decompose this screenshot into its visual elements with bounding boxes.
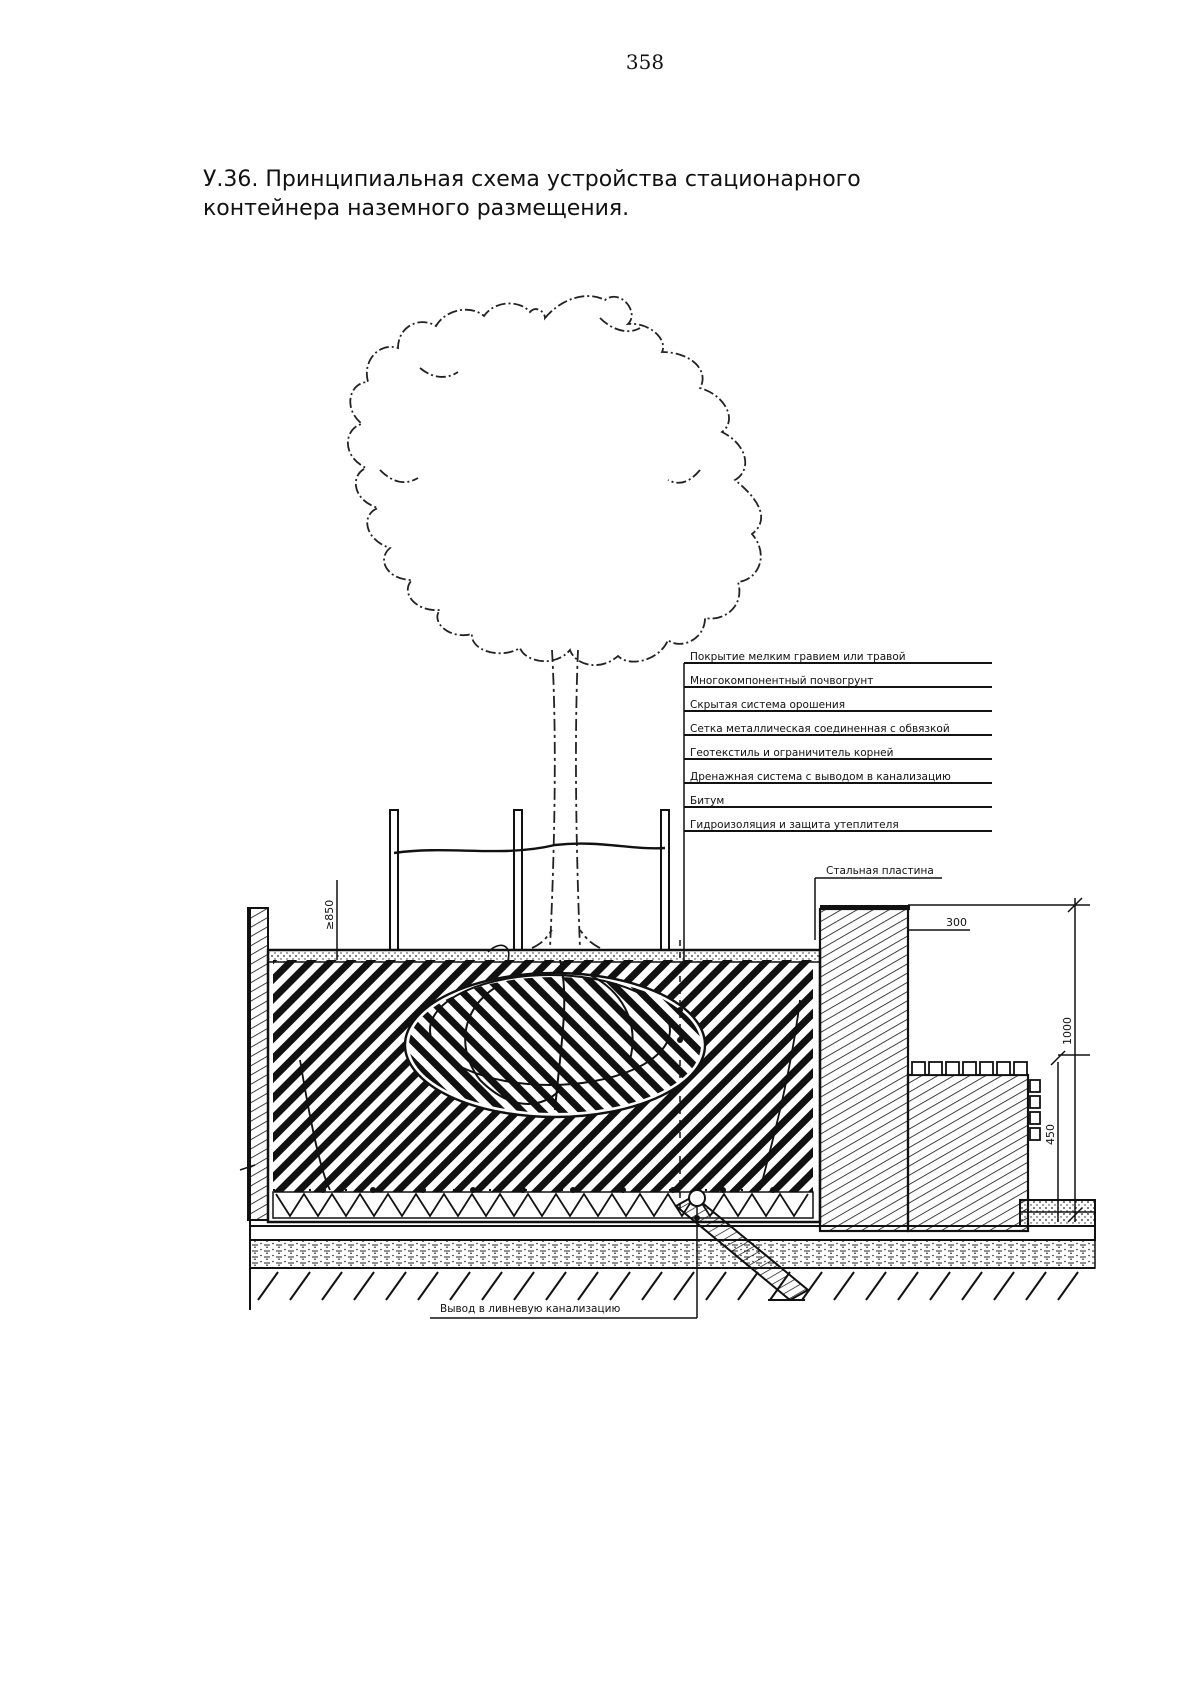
layer-label-7: Битум bbox=[690, 795, 724, 807]
plate-width-dim: 300 bbox=[946, 916, 967, 929]
post-height-dim: ≥850 bbox=[323, 900, 336, 930]
drain-outlet-pipe bbox=[674, 1189, 810, 1318]
layer-label-8: Гидроизоляция и защита утеплителя bbox=[690, 819, 899, 831]
tree-crown bbox=[347, 295, 763, 666]
root-ball bbox=[403, 944, 707, 1119]
page-number: 358 bbox=[625, 50, 665, 74]
ground-hatch bbox=[257, 1271, 1079, 1301]
layer-label-1: Покрытие мелким гравием или травой bbox=[690, 651, 906, 663]
bench-height-dim: 450 bbox=[1044, 1124, 1057, 1145]
retaining-wall bbox=[818, 907, 910, 1233]
layer-label-6: Дренажная система с выводом в канализаци… bbox=[690, 771, 951, 783]
figure-caption: У.36. Принципиальная схема устройства ст… bbox=[203, 167, 861, 221]
bench-slats bbox=[911, 1061, 1041, 1141]
guy-rope bbox=[393, 842, 666, 855]
tree-trunk bbox=[531, 649, 601, 949]
bench-block bbox=[906, 1073, 1030, 1233]
steel-plate bbox=[820, 905, 910, 910]
dimension-plate: 300 bbox=[908, 916, 970, 931]
layer-callouts: Покрытие мелким гравием или травой Много… bbox=[683, 651, 992, 960]
layer-label-5: Геотекстиль и ограничитель корней bbox=[690, 747, 893, 759]
layer-label-2: Многокомпонентный почвогрунт bbox=[690, 675, 873, 687]
outlet-label: Вывод в ливневую канализацию bbox=[440, 1303, 620, 1315]
dimension-wall bbox=[908, 897, 1090, 1223]
base-sand bbox=[249, 1239, 1096, 1269]
metal-mesh bbox=[299, 999, 801, 1191]
wall-height-dim: 1000 bbox=[1061, 1017, 1074, 1045]
dimension-post: ≥850 bbox=[323, 880, 338, 960]
layer-label-4: Сетка металлическая соединенная с обвязк… bbox=[690, 723, 950, 735]
steel-plate-label: Стальная пластина bbox=[826, 865, 934, 877]
gravel-layer bbox=[267, 949, 821, 963]
drainage-layer bbox=[272, 1187, 814, 1219]
layer-label-3: Скрытая система орошения bbox=[690, 699, 845, 711]
